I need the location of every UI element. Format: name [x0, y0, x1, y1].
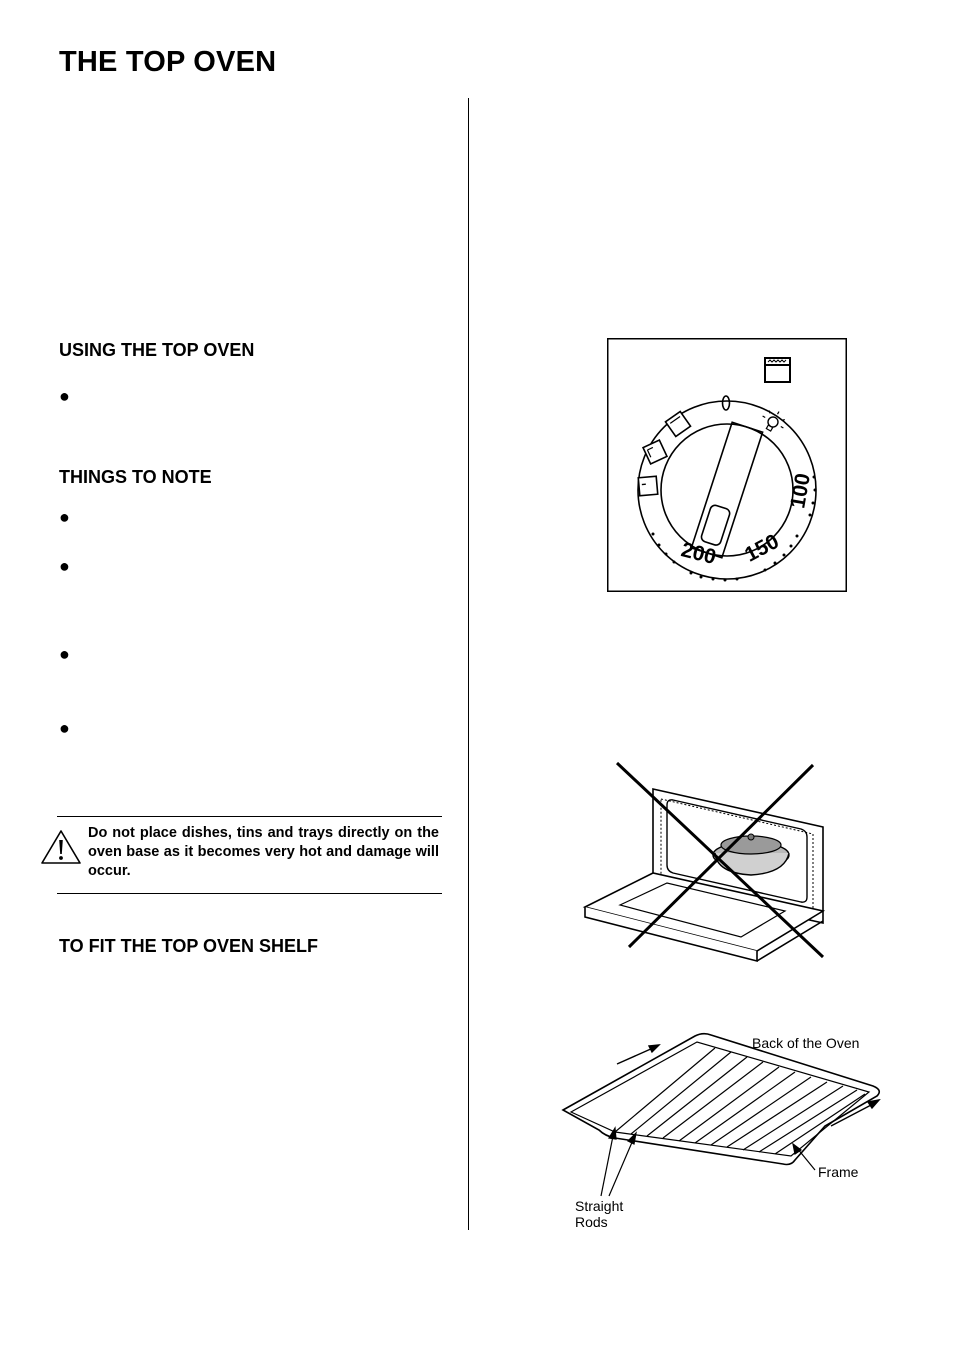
bullet-marker: ●: [59, 386, 70, 406]
conventional-function-icon: [637, 475, 659, 497]
dial-scale-dots: [651, 475, 817, 582]
off-mark-icon: [721, 395, 731, 411]
heading-things-to-note: THINGS TO NOTE: [59, 467, 212, 487]
bullet-marker: ●: [59, 556, 70, 576]
label-straight-rods-line1: Straight: [575, 1198, 624, 1214]
light-bulb-icon: [762, 410, 785, 432]
warning-text: Do not place dishes, tins and trays dire…: [88, 825, 439, 879]
heading-fit-top-oven-shelf: TO FIT THE TOP OVEN SHELF: [59, 936, 319, 956]
grill-function-icon: [664, 410, 692, 438]
half-grill-function-icon: [641, 438, 669, 466]
label-straight-rods-line2: Rods: [575, 1214, 608, 1230]
warning-top-rule: [57, 816, 442, 817]
label-frame: Frame: [818, 1164, 859, 1180]
bullet-marker: ●: [59, 644, 70, 664]
shelf-rods: [614, 1047, 866, 1155]
top-oven-shelf-diagram: [561, 1032, 881, 1197]
column-divider: [468, 98, 469, 1230]
shelf-frame: [561, 1032, 881, 1166]
page-title: THE TOP OVEN: [59, 46, 277, 78]
dial-pointer: [700, 504, 731, 546]
bullet-marker: ●: [59, 718, 70, 738]
top-oven-control-dial-illustration: 100 150 200: [607, 338, 847, 592]
top-oven-symbol-icon: [764, 357, 791, 383]
label-back-of-the-oven: Back of the Oven: [752, 1035, 860, 1051]
bullet-marker: ●: [59, 507, 70, 527]
dish-on-oven-base-crossed-illustration: [582, 761, 826, 963]
warning-triangle-icon: [41, 830, 81, 864]
warning-bottom-rule: [57, 893, 442, 894]
dial-grip: [690, 421, 764, 559]
dial-knob: [660, 423, 794, 557]
heading-using-top-oven: USING THE TOP OVEN: [59, 340, 255, 360]
